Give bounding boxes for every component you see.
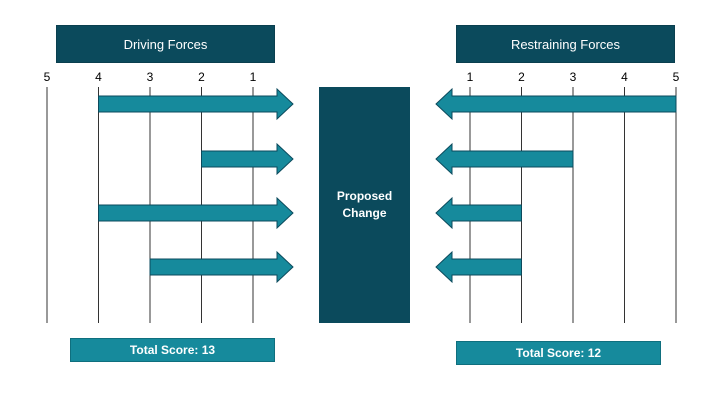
restraining-force-arrow (435, 250, 522, 284)
driving-tick-label: 4 (95, 70, 102, 84)
driving-tick-label: 5 (44, 70, 51, 84)
restraining-force-arrow (435, 196, 522, 230)
restraining-tick-label: 3 (570, 70, 577, 84)
restraining-force-arrow (435, 142, 574, 176)
driving-force-arrow (201, 142, 294, 176)
driving-tick-label: 1 (250, 70, 257, 84)
driving-tick-label: 2 (198, 70, 205, 84)
proposed-change-box: Proposed Change (319, 87, 410, 323)
restraining-forces-header: Restraining Forces (456, 25, 675, 63)
restraining-tick-label: 5 (673, 70, 680, 84)
driving-tick-label: 3 (147, 70, 154, 84)
restraining-force-arrow (435, 87, 677, 121)
driving-force-arrow (149, 250, 294, 284)
restraining-tick-label: 2 (518, 70, 525, 84)
driving-total-score: Total Score: 13 (70, 338, 275, 362)
driving-force-arrow (98, 87, 294, 121)
driving-forces-header: Driving Forces (56, 25, 275, 63)
driving-force-arrow (98, 196, 294, 230)
restraining-total-score: Total Score: 12 (456, 341, 661, 365)
restraining-tick-label: 1 (467, 70, 474, 84)
restraining-tick-label: 4 (621, 70, 628, 84)
